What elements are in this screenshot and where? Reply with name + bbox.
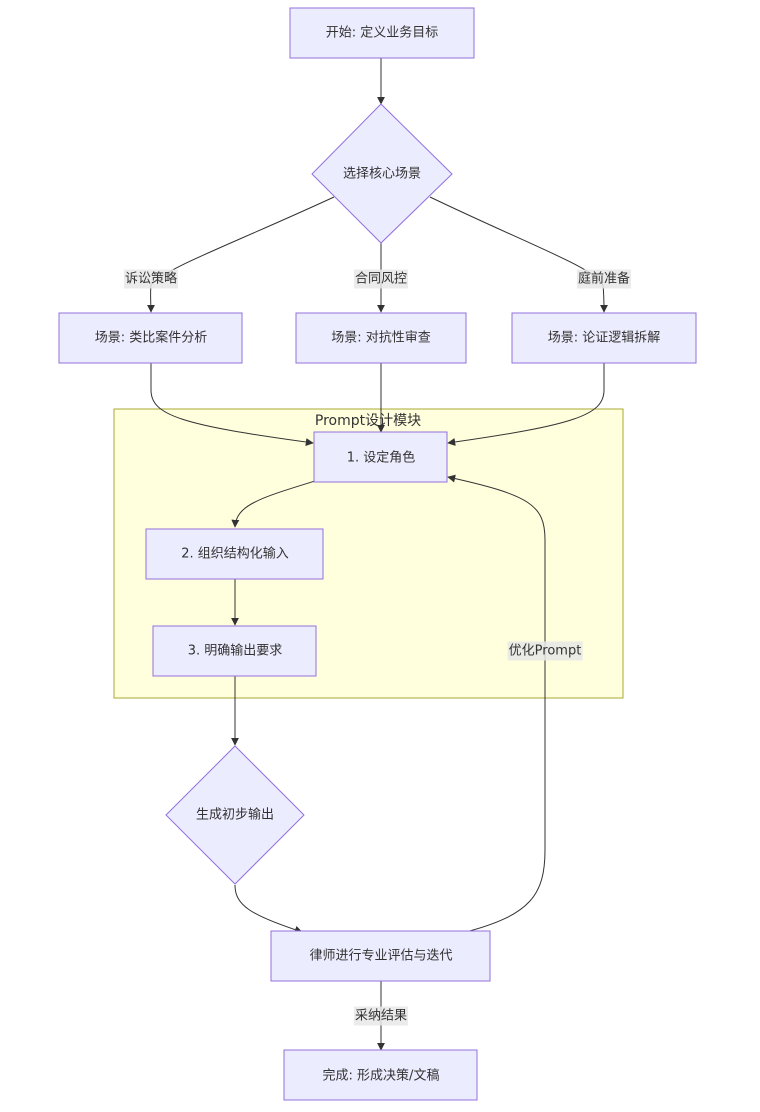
cluster-title: Prompt设计模块 (314, 413, 422, 429)
node-step3[interactable] (152, 625, 317, 677)
node-start-label: 开始: 定义业务目标 (325, 25, 439, 41)
edge-choose-scene-c (429, 196, 608, 313)
node-start[interactable] (289, 7, 475, 59)
node-step3-label: 3. 明确输出要求 (187, 643, 283, 659)
edge-label-litigation: 诉讼策略 (123, 269, 179, 289)
edge-label-adopt: 采纳结果 (353, 1006, 409, 1026)
node-done-label: 完成: 形成决策/文稿 (322, 1068, 440, 1084)
edge-generate-review (234, 884, 303, 934)
edge-label-pretrial: 庭前准备 (576, 269, 632, 289)
node-scene-c[interactable] (511, 312, 697, 364)
node-review-label: 律师进行专业评估与迭代 (309, 948, 453, 964)
node-scene-b[interactable] (295, 312, 467, 364)
node-scene-c-label: 场景: 论证逻辑拆解 (547, 330, 661, 346)
node-step2-label: 2. 组织结构化输入 (181, 546, 289, 562)
node-scene-b-label: 场景: 对抗性审查 (331, 330, 431, 346)
edge-scene-a-step1 (150, 363, 314, 446)
node-step2[interactable] (145, 528, 324, 580)
edge-choose-scene-a (146, 196, 335, 313)
edge-label-optimize: 优化Prompt (507, 641, 583, 661)
node-generate-label: 生成初步输出 (195, 807, 275, 823)
edge-step1-step2 (231, 480, 316, 528)
node-scene-a[interactable] (58, 312, 243, 364)
node-step1[interactable] (313, 431, 448, 483)
node-choose[interactable] (311, 103, 453, 244)
edge-label-contract: 合同风控 (353, 269, 409, 289)
node-generate[interactable] (165, 745, 305, 885)
node-step1-label: 1. 设定角色 (346, 450, 416, 466)
edge-review-step1 (447, 474, 546, 933)
edge-scene-c-step1 (447, 363, 605, 446)
node-done[interactable] (283, 1049, 478, 1101)
node-review[interactable] (270, 930, 491, 982)
node-scene-a-label: 场景: 类比案件分析 (94, 330, 208, 346)
node-choose-label: 选择核心场景 (342, 166, 422, 182)
